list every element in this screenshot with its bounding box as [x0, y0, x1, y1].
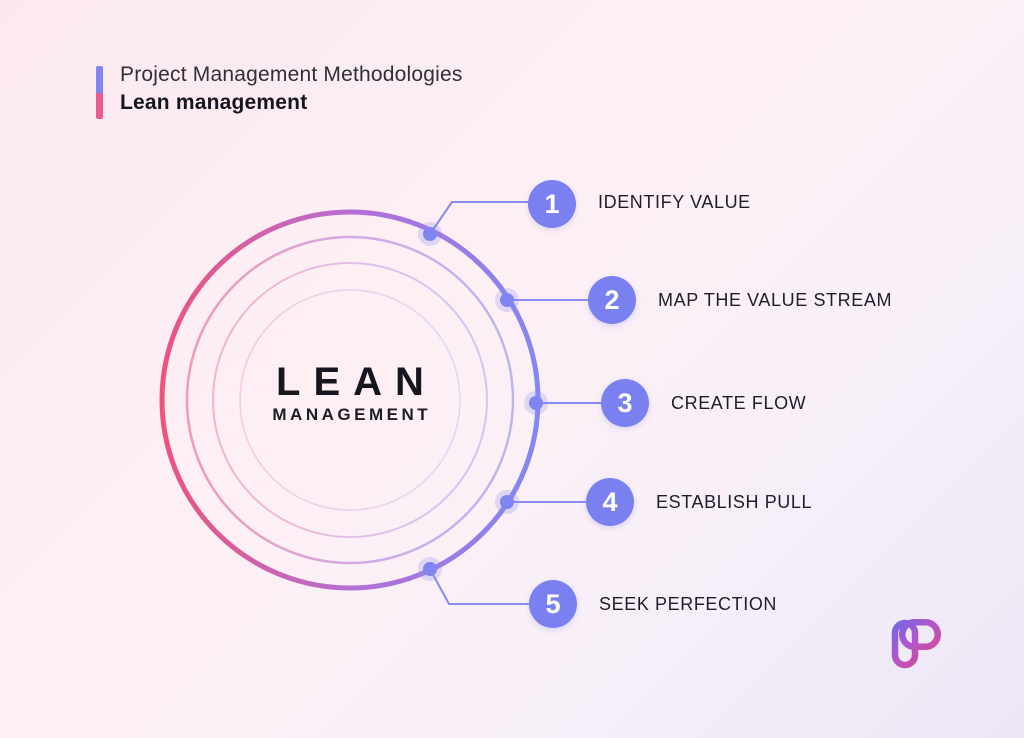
- accent-bar-top: [96, 66, 103, 93]
- anchor-dot-2: [495, 288, 519, 312]
- step-label-2: MAP THE VALUE STREAM: [658, 290, 893, 310]
- center-subtitle: MANAGEMENT: [272, 405, 432, 424]
- step-badge-2: 2: [588, 276, 636, 324]
- step-badge-3: 3: [601, 379, 649, 427]
- brand-logo-icon: [891, 619, 941, 669]
- anchor-dot-4: [495, 490, 519, 514]
- step-label-3: CREATE FLOW: [671, 393, 807, 413]
- anchor-dot-3: [524, 391, 548, 415]
- header: Project Management Methodologies Lean ma…: [120, 62, 463, 116]
- header-category: Project Management Methodologies: [120, 63, 463, 86]
- center-label: LEAN MANAGEMENT: [200, 362, 500, 424]
- header-accent-bar: [96, 66, 103, 119]
- logo-capsule-bowl: [899, 619, 941, 650]
- step-label-1: IDENTIFY VALUE: [598, 192, 751, 212]
- step-badge-5: 5: [529, 580, 577, 628]
- step-badge-4: 4: [586, 478, 634, 526]
- anchor-dot-5: [418, 557, 442, 581]
- center-title: LEAN: [276, 360, 437, 404]
- anchor-dot-1: [418, 222, 442, 246]
- accent-bar-bottom: [96, 92, 103, 119]
- step-badge-1: 1: [528, 180, 576, 228]
- step-label-4: ESTABLISH PULL: [656, 492, 813, 512]
- page-title: Lean management: [120, 91, 308, 114]
- step-label-5: SEEK PERFECTION: [599, 594, 778, 614]
